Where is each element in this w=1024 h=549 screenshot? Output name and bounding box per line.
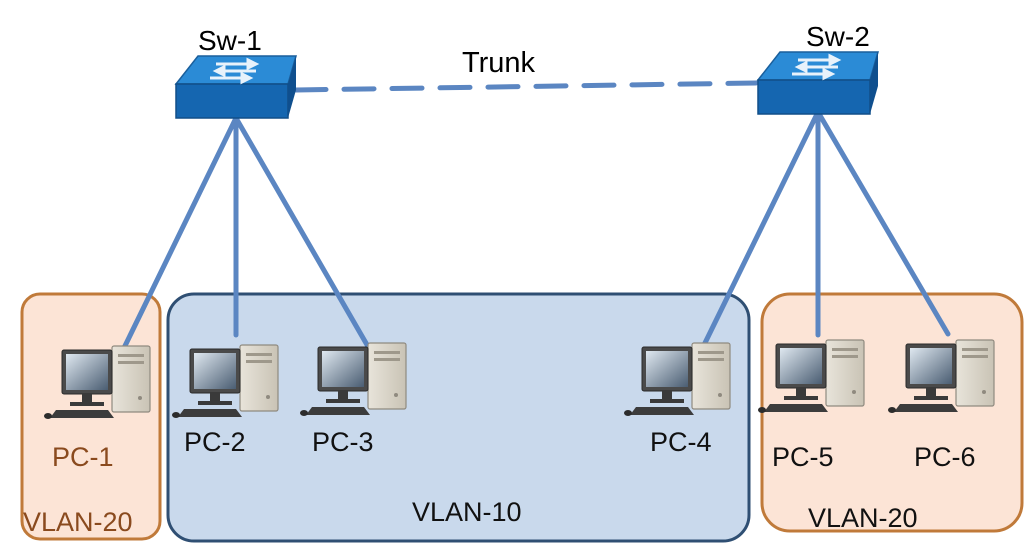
link-sw1-pc3: [233, 115, 373, 353]
link-sw2-pc6: [815, 109, 951, 337]
switch-sw1-icon: [174, 55, 297, 119]
pc5-label: PC-5: [772, 442, 834, 472]
vlan10-label: VLAN-10: [412, 497, 522, 527]
trunk-link: [293, 80, 759, 93]
pc4-label: PC-4: [650, 427, 712, 457]
pc3-label: PC-3: [312, 427, 374, 457]
vlan10-zone: [166, 292, 751, 543]
pc6-label: PC-6: [914, 442, 976, 472]
switch-sw1-label: Sw-1: [198, 25, 262, 56]
trunk-label: Trunk: [462, 47, 536, 79]
pc2-label: PC-2: [184, 427, 246, 457]
link-sw1-pc1: [119, 115, 239, 355]
links: [119, 80, 951, 355]
vlan20-right-label: VLAN-20: [808, 503, 918, 533]
switch-sw2-label: Sw-2: [806, 21, 870, 52]
vlan20-left-label: VLAN-20: [23, 507, 133, 537]
switch-sw2-icon: [756, 51, 879, 115]
link-sw2-pc4: [701, 109, 821, 348]
pc1-label: PC-1: [52, 442, 114, 472]
